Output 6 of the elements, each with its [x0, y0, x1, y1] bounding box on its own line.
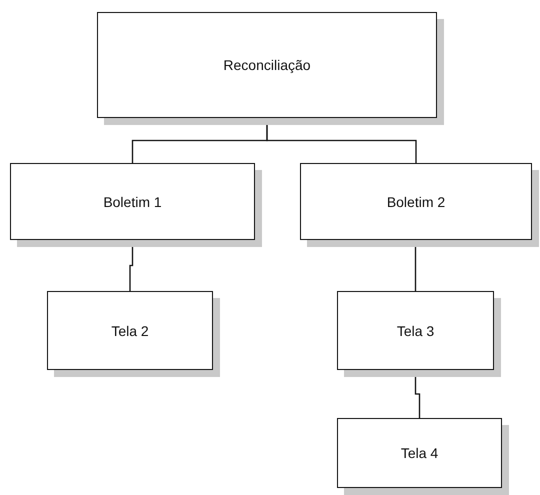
box-label: Tela 4 [400, 445, 438, 461]
box-label: Boletim 1 [103, 194, 162, 210]
box-label: Boletim 2 [386, 194, 446, 210]
box-label: Tela 2 [111, 322, 149, 338]
box-label: Reconciliação [223, 57, 311, 73]
box-label: Tela 3 [396, 322, 434, 338]
